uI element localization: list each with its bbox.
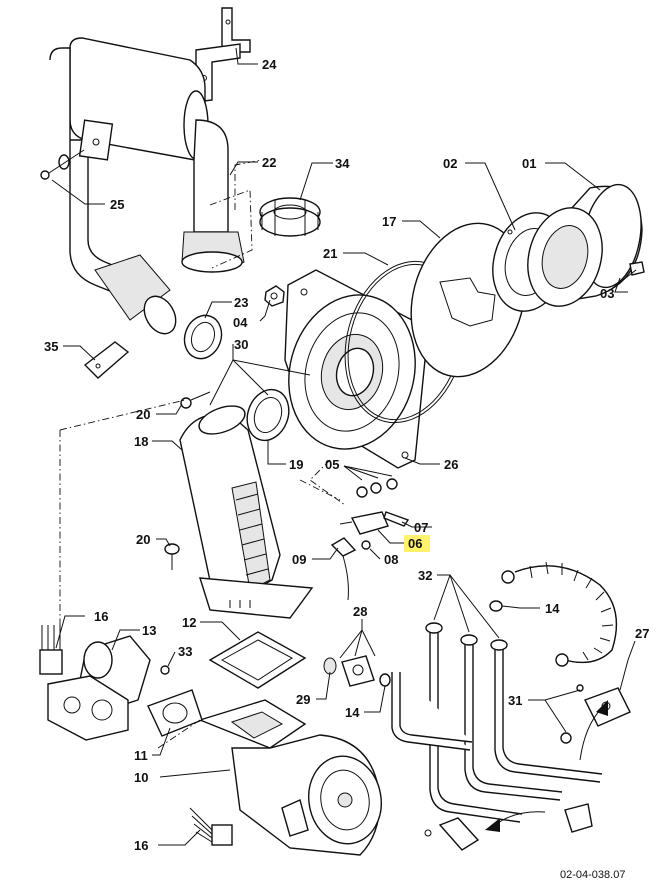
part-27-heat-exchanger-coil	[501, 561, 631, 727]
reference-code: 02-04-038.07	[560, 869, 625, 881]
label-04: 04	[233, 315, 248, 330]
part-16-connector-lower	[189, 807, 233, 846]
label-33: 33	[178, 644, 192, 659]
label-20-upper: 20	[136, 407, 150, 422]
label-20-lower: 20	[136, 532, 150, 547]
part-26-burner-flange	[284, 269, 426, 469]
part-23-gasket	[183, 314, 223, 360]
part-11-gasket	[147, 689, 203, 737]
part-31-fitting	[560, 684, 584, 744]
part-34-clamp-ring	[259, 197, 321, 237]
label-09: 09	[292, 552, 306, 567]
label-32: 32	[418, 568, 432, 583]
part-labels: 24 22 34 02 01 25 17 21 23 04 03 35 30 2…	[44, 57, 649, 881]
label-06: 06	[408, 536, 422, 551]
label-17: 17	[382, 214, 396, 229]
label-12: 12	[182, 615, 196, 630]
label-02: 02	[443, 156, 457, 171]
part-13-gas-valve	[47, 635, 151, 741]
part-14-clip-lower	[379, 673, 391, 687]
label-28: 28	[353, 604, 367, 619]
label-22: 22	[262, 155, 276, 170]
label-30: 30	[234, 337, 248, 352]
label-01: 01	[522, 156, 536, 171]
label-16-lower: 16	[134, 838, 148, 853]
part-16-connector-upper	[39, 625, 63, 675]
label-24: 24	[262, 57, 277, 72]
direction-arrow-right	[485, 811, 546, 832]
part-18-mixing-elbow	[179, 405, 314, 619]
label-29: 29	[296, 692, 310, 707]
label-16-upper: 16	[94, 609, 108, 624]
label-08: 08	[384, 552, 398, 567]
part-20-screw-upper	[180, 391, 211, 409]
label-35: 35	[44, 339, 58, 354]
part-09-ignition-cable	[330, 537, 357, 601]
part-04-nut	[264, 285, 285, 307]
part-19-gasket	[246, 388, 290, 442]
part-32-pipes	[391, 622, 603, 823]
part-22-air-intake-duct	[49, 37, 245, 335]
part-01-burner-tube	[527, 183, 643, 307]
label-14-upper: 14	[545, 601, 560, 616]
part-29-clip	[323, 657, 337, 675]
label-10: 10	[134, 770, 148, 785]
label-23: 23	[234, 295, 248, 310]
label-25: 25	[110, 197, 124, 212]
label-05: 05	[325, 457, 339, 472]
part-12-gasket-plate	[208, 631, 307, 689]
part-33-screw	[160, 665, 170, 675]
label-18: 18	[134, 434, 148, 449]
label-03: 03	[600, 286, 614, 301]
leader-lines	[51, 47, 636, 846]
label-19: 19	[289, 457, 303, 472]
label-highlight-06	[404, 535, 430, 552]
part-03-bolt	[609, 261, 645, 291]
label-31: 31	[508, 693, 522, 708]
part-25-screw	[40, 149, 85, 180]
label-26: 26	[444, 457, 458, 472]
label-21: 21	[323, 246, 337, 261]
label-27: 27	[635, 626, 649, 641]
label-14-lower: 14	[345, 705, 360, 720]
label-11: 11	[134, 748, 148, 763]
part-05-clips	[356, 478, 398, 498]
part-10-fan-housing	[197, 699, 382, 856]
part-06-ignition-electrode	[339, 511, 389, 535]
part-08-screw	[361, 540, 371, 550]
label-34: 34	[335, 156, 350, 171]
part-35-bracket	[83, 341, 130, 379]
bottom-bracket	[424, 803, 593, 851]
label-13: 13	[142, 623, 156, 638]
part-28-sensor-fitting	[341, 655, 375, 687]
part-14-clip-upper	[489, 600, 503, 612]
direction-arrow-up	[579, 700, 608, 761]
label-07: 07	[414, 520, 428, 535]
part-20-screw-lower	[164, 543, 180, 570]
